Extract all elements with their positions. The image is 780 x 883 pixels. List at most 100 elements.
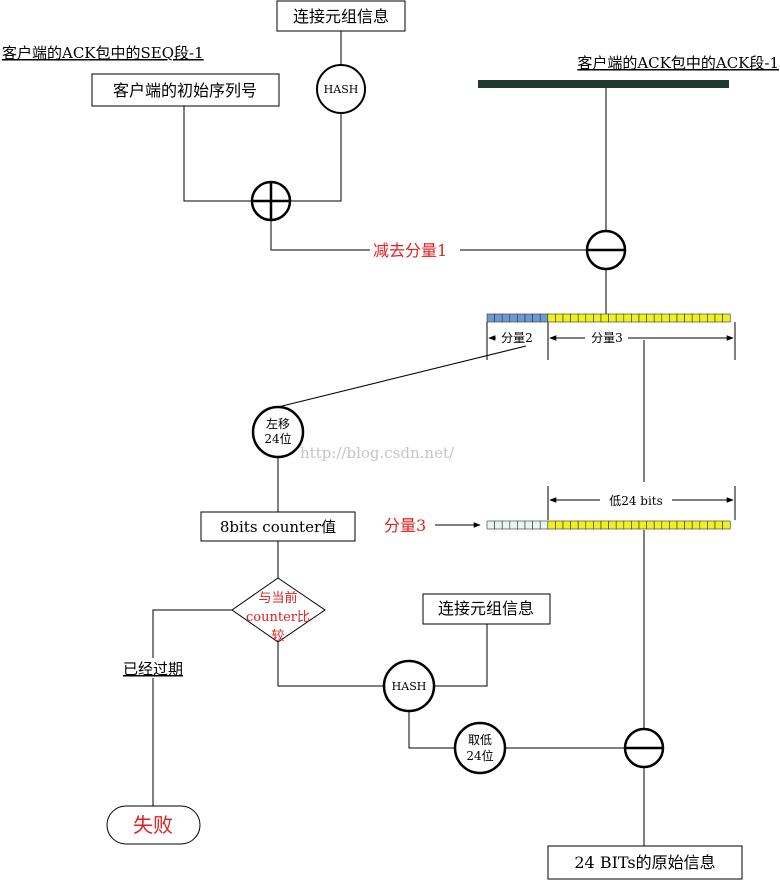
subtract-icon xyxy=(623,727,665,769)
bit-cell xyxy=(608,520,617,530)
bit-cell xyxy=(615,520,625,530)
watermark: http://blog.csdn.net/ xyxy=(300,444,455,462)
bit-cell xyxy=(501,520,511,530)
bit-cell xyxy=(638,313,647,323)
fail-terminal xyxy=(106,805,201,845)
bit-cell xyxy=(547,313,556,323)
bit-cell xyxy=(570,520,579,530)
part2-label: 分量2 xyxy=(501,331,533,345)
compare-diamond xyxy=(231,577,326,643)
bit-cell xyxy=(676,520,685,530)
compare-line2: counter比 xyxy=(246,610,310,625)
bit-cell xyxy=(631,313,640,323)
bit-cell xyxy=(707,520,716,530)
bit-cell xyxy=(608,313,617,323)
ack-bar xyxy=(478,80,729,88)
counter-text: 8bits counter值 xyxy=(220,518,336,536)
bit-cell xyxy=(555,520,564,530)
bit-field-32 xyxy=(486,313,731,323)
bit-cell xyxy=(577,520,587,530)
bit-cell xyxy=(600,520,609,530)
part3-input-label: 分量3 xyxy=(384,516,426,535)
bit-cell xyxy=(532,520,541,530)
bit-cell xyxy=(509,313,518,323)
hash-top-circle xyxy=(316,64,366,114)
bit-cell xyxy=(585,520,594,530)
bit-cell xyxy=(593,313,602,323)
initial-seq-box xyxy=(91,73,280,107)
bit-cell xyxy=(684,520,693,530)
bit-cell xyxy=(486,313,495,323)
initial-seq-text: 客户端的初始序列号 xyxy=(113,81,257,100)
low24-label: 低24 bits xyxy=(609,494,663,508)
part2-label-bg xyxy=(496,329,536,345)
bit-cell xyxy=(585,313,594,323)
take-low-line1: 取低 xyxy=(468,733,492,747)
bit-cell xyxy=(661,313,670,323)
top-tuple-box xyxy=(276,0,406,32)
compare-line1: 与当前 xyxy=(258,590,297,606)
subtract-icon xyxy=(585,229,627,271)
fail-label: 失败 xyxy=(133,813,173,837)
bit-cell xyxy=(494,313,503,323)
bottom-tuple-box xyxy=(422,593,551,625)
bit-cell xyxy=(615,313,625,323)
bit-cell xyxy=(539,313,549,323)
counter-box xyxy=(200,511,356,542)
ack-label: 客户端的ACK包中的ACK段-1 xyxy=(577,54,779,72)
bit-cell xyxy=(699,520,708,530)
bit-cell xyxy=(638,520,647,530)
bit-cell xyxy=(524,520,533,530)
bit-cell xyxy=(532,313,541,323)
bit-cell xyxy=(509,520,518,530)
bit-cell xyxy=(707,313,716,323)
bit-cell xyxy=(562,313,571,323)
hash-top-text: HASH xyxy=(324,83,359,96)
hash-bottom-circle xyxy=(382,659,436,713)
bit-cell xyxy=(661,520,670,530)
xor-icon xyxy=(250,180,292,222)
expired-label-bg xyxy=(120,658,186,678)
subtract-label: 减去分量1 xyxy=(373,241,447,260)
bit-cell xyxy=(646,520,655,530)
bit-field-low24 xyxy=(486,520,731,530)
bit-cell xyxy=(691,313,701,323)
bit-cell xyxy=(684,313,693,323)
result-box xyxy=(547,845,743,880)
take-low-circle xyxy=(453,721,507,775)
bit-cell xyxy=(722,313,731,323)
top-tuple-text: 连接元组信息 xyxy=(293,7,389,26)
bit-cell xyxy=(593,520,602,530)
bit-cell xyxy=(676,313,685,323)
subtract-label-bg xyxy=(370,240,460,260)
shift-left-circle xyxy=(251,405,305,459)
bit-cell xyxy=(562,520,571,530)
bit-cell xyxy=(486,520,495,530)
bit-cell xyxy=(517,520,526,530)
result-text: 24 BITs的原始信息 xyxy=(574,853,715,872)
take-low-line2: 24位 xyxy=(466,748,493,763)
bottom-tuple-text: 连接元组信息 xyxy=(438,599,534,618)
connector-lines xyxy=(152,31,736,846)
part3-label: 分量3 xyxy=(591,331,623,345)
bit-cell xyxy=(714,313,723,323)
bit-cell xyxy=(653,520,663,530)
bit-cell xyxy=(570,313,579,323)
expired-label: 已经过期 xyxy=(123,660,183,678)
bit-cell xyxy=(623,313,632,323)
bit-cell xyxy=(669,313,678,323)
bit-cell xyxy=(722,520,731,530)
bit-cell xyxy=(517,313,526,323)
bracket-arrows xyxy=(435,335,734,528)
bit-cell xyxy=(539,520,549,530)
bit-cell xyxy=(623,520,632,530)
hash-bottom-text: HASH xyxy=(392,680,427,693)
bit-cell xyxy=(691,520,701,530)
shift-left-line2: 24位 xyxy=(264,431,291,446)
bit-cell xyxy=(577,313,587,323)
bit-cell xyxy=(699,313,708,323)
bit-cell xyxy=(494,520,503,530)
bit-cell xyxy=(501,313,511,323)
